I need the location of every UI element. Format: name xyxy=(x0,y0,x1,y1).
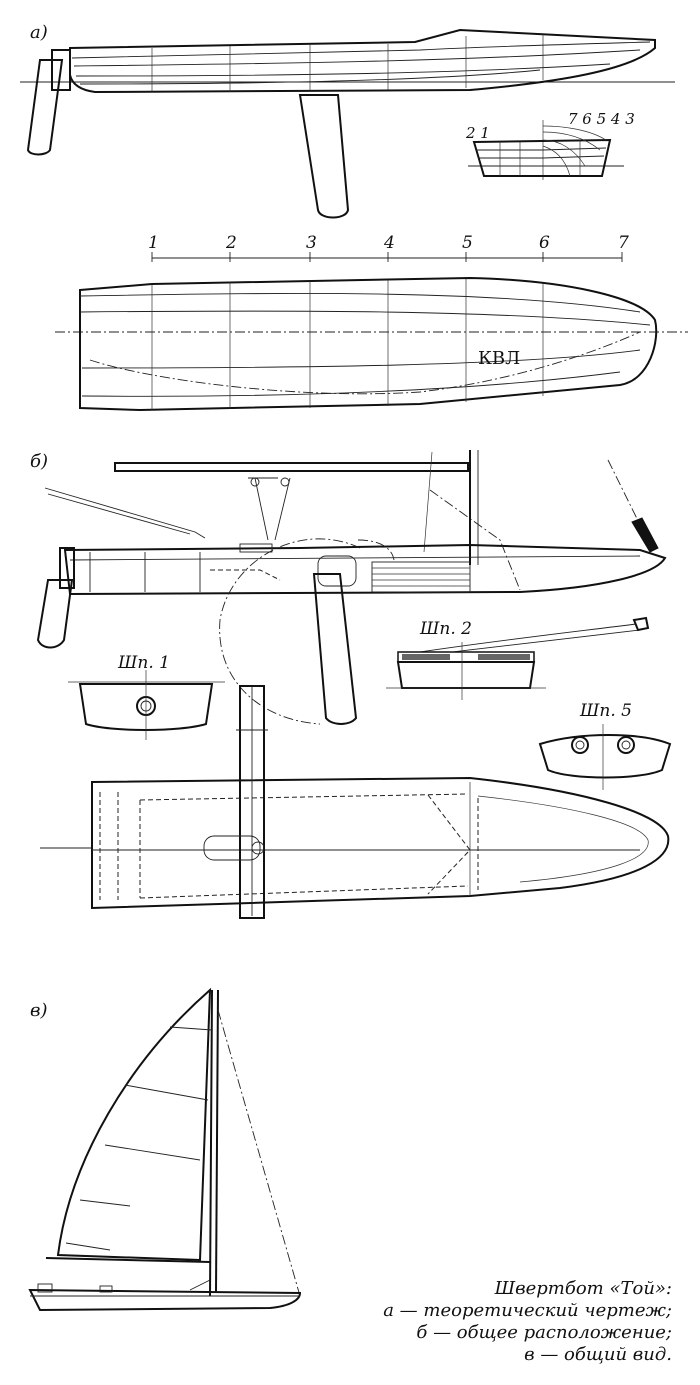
station-3: 3 xyxy=(306,233,317,253)
panel-a-label: а) xyxy=(30,22,48,43)
station-5: 5 xyxy=(462,233,473,253)
station-7: 7 xyxy=(618,233,629,253)
body-plan-right-label: 7 6 5 4 3 xyxy=(568,110,635,128)
section-sp5-label: Шп. 5 xyxy=(579,701,632,721)
station-6: 6 xyxy=(539,233,550,253)
caption-title: Швертбот «Той»: xyxy=(494,1278,672,1299)
section-sp1: Шп. 1 xyxy=(68,653,225,740)
station-4: 4 xyxy=(383,233,395,253)
profile-view-b xyxy=(36,450,667,725)
section-sp2-label: Шп. 2 xyxy=(419,619,472,639)
figure-caption: Швертбот «Той»: а — теоретический чертеж… xyxy=(342,1278,672,1366)
caption-line-a: а — теоретический чертеж; xyxy=(383,1300,672,1321)
station-2: 2 xyxy=(225,233,237,253)
body-plan-a: 2 1 7 6 5 4 3 xyxy=(465,110,635,180)
caption-line-v: в — общий вид. xyxy=(524,1344,672,1365)
panel-v-label: в) xyxy=(30,1000,48,1021)
profile-view-a xyxy=(20,28,675,219)
body-plan-left-label: 2 1 xyxy=(465,124,490,142)
general-view-v xyxy=(28,987,302,1312)
caption-line-b: б — общее расположение; xyxy=(416,1322,672,1343)
section-sp2: Шп. 2 xyxy=(386,616,650,700)
section-sp5: Шп. 5 xyxy=(538,701,672,790)
section-sp1-label: Шп. 1 xyxy=(117,653,170,673)
waterline-label: КВЛ xyxy=(478,348,520,369)
station-1: 1 xyxy=(148,233,159,253)
station-scale: 1 2 3 4 5 6 7 xyxy=(148,233,629,262)
plan-view-a: КВЛ xyxy=(55,276,688,412)
panel-b-label: б) xyxy=(30,451,48,472)
deck-plan-b xyxy=(40,685,670,919)
